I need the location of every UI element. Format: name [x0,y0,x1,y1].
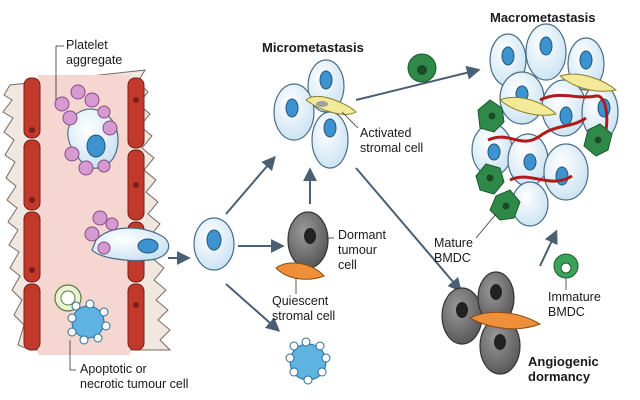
platelet-aggregate [54,84,119,176]
title-angiogenic-dormancy: Angiogenic dormancy [528,354,599,384]
arrows [168,65,558,332]
label-apoptotic-cell: Apoptotic or necrotic tumour cell [80,362,189,391]
title-micrometastasis: Micrometastasis [262,40,364,55]
circulating-bmdc [407,53,437,83]
vessel-wall-left [23,77,41,351]
label-dormant-tumour-cell: Dormant tumour cell [338,228,386,272]
extravasating-tumour-cell [84,210,170,262]
apoptotic-cell-group [54,284,111,345]
title-macrometastasis: Macrometastasis [490,10,596,25]
label-activated-stromal-cell: Activated stromal cell [360,126,424,155]
label-immature-bmdc: Immature BMDC [548,290,601,319]
label-mature-bmdc: Mature BMDC [434,236,473,265]
immature-bmdc-cell [553,253,579,279]
dormant-tumour-cell [287,211,329,269]
apoptotic-result-cell [285,337,331,385]
macrometastasis-cluster [471,23,619,227]
angiogenic-dormancy-cluster [441,271,542,375]
disseminated-tumour-cell [193,217,235,271]
label-quiescent-stromal-cell: Quiescent stromal cell [272,294,336,323]
vessel-wall-right [127,77,145,351]
quiescent-stromal-cell [275,262,325,280]
label-platelet-aggregate: Platelet aggregate [66,38,123,67]
micrometastasis-cluster [273,59,357,169]
